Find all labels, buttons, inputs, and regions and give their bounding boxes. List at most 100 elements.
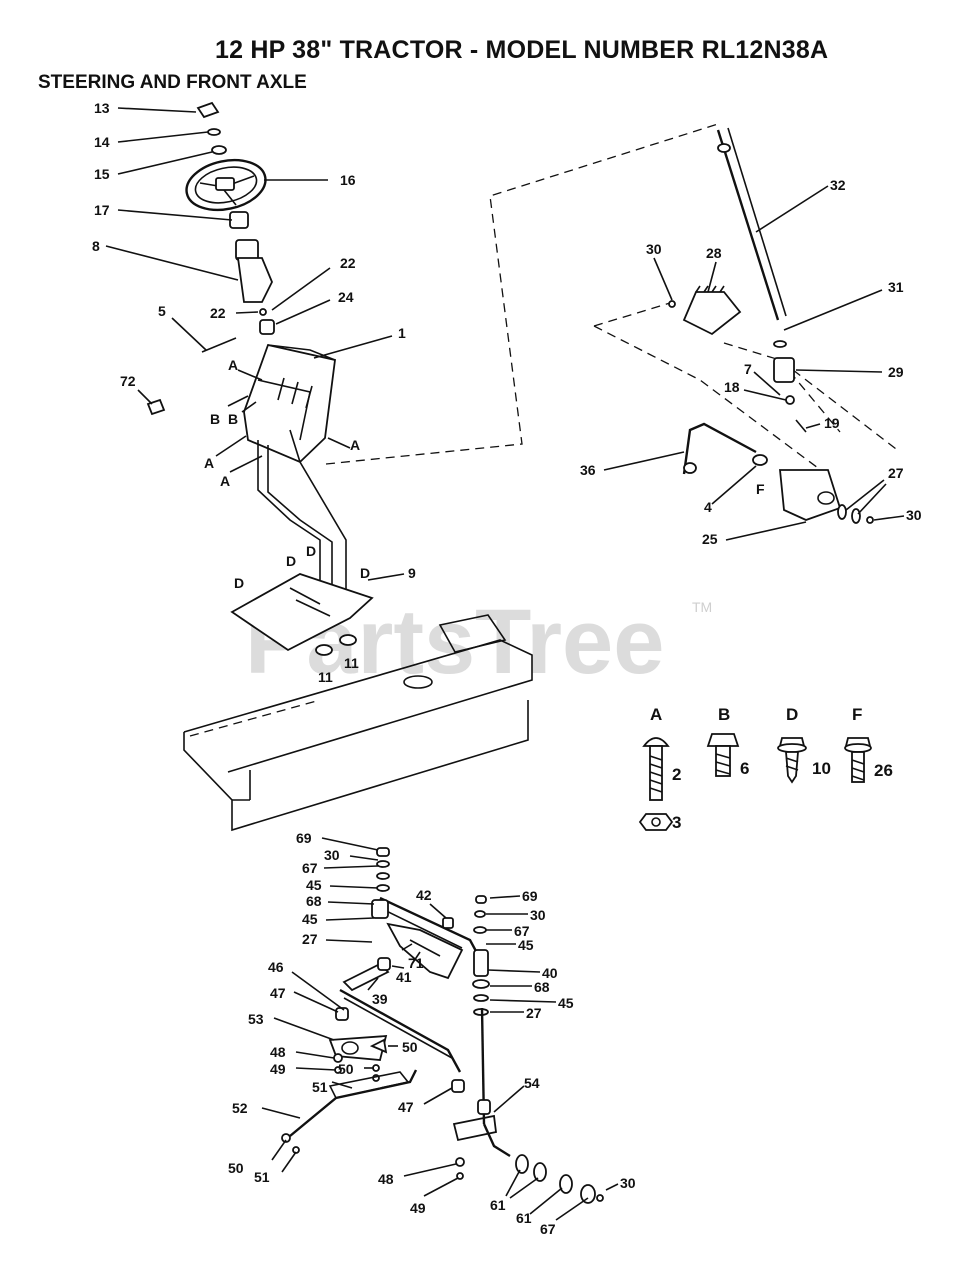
part-19-pin	[795, 419, 807, 433]
callout: 45	[302, 911, 318, 927]
legend-nut-a: 3	[672, 813, 681, 832]
part-39-link	[342, 962, 390, 992]
callout: 69	[522, 888, 538, 904]
part-8-column-cover	[235, 239, 273, 303]
callout: 31	[888, 279, 904, 295]
part-25-bracket	[779, 469, 842, 521]
callout: D	[234, 575, 244, 591]
part-32-steering-shaft	[716, 129, 780, 321]
callout: 45	[306, 877, 322, 893]
callout: 41	[396, 969, 412, 985]
callout: D	[306, 543, 316, 559]
part-36-drag-link	[682, 422, 757, 475]
callout: 61	[516, 1210, 532, 1226]
callout: 27	[888, 465, 904, 481]
callout: 67	[540, 1221, 556, 1237]
callout: A	[228, 357, 238, 373]
callout: 18	[724, 379, 740, 395]
callout: 25	[702, 531, 718, 547]
callout: D	[360, 565, 370, 581]
steering-column-assembly	[146, 101, 347, 590]
hex-bolt-icon	[706, 733, 740, 777]
part-16-steering-wheel	[185, 158, 267, 212]
callout: 28	[706, 245, 722, 261]
legend-letter-d: D	[786, 705, 798, 724]
legend-letter-f: F	[852, 705, 862, 724]
callout: D	[286, 553, 296, 569]
callout: 47	[270, 985, 286, 1001]
part-1-dash-panel	[243, 343, 336, 464]
callout: 40	[542, 965, 558, 981]
part-61-washer	[515, 1154, 529, 1174]
part-28-sector-gear	[682, 291, 742, 336]
callout: 9	[408, 565, 416, 581]
part-18-washer	[785, 395, 795, 405]
part-13-cap	[196, 101, 220, 119]
part-29-pinion	[773, 357, 795, 383]
callout: 27	[526, 1005, 542, 1021]
callout: B	[228, 411, 238, 427]
callout: 47	[398, 1099, 414, 1115]
callouts: 13 14 15 16 17 8 22 22 24 5 1 72 A B B A…	[92, 100, 922, 1237]
callout: A	[350, 437, 360, 453]
part-41-pin	[377, 957, 391, 971]
part-15-washer	[211, 145, 227, 155]
callout: 54	[524, 1075, 540, 1091]
legend-part-f: 26	[874, 761, 893, 780]
callout: 30	[646, 241, 662, 257]
legend-part-d: 10	[812, 759, 831, 778]
callout: 48	[378, 1171, 394, 1187]
callout: 5	[158, 303, 166, 319]
connection-lines	[325, 123, 901, 469]
legend-letter-b: B	[718, 705, 730, 724]
callout: 68	[306, 893, 322, 909]
callout: 30	[324, 847, 340, 863]
part-24-bushing	[259, 319, 275, 335]
callout: 42	[416, 887, 432, 903]
part-52-drag-link	[289, 1069, 418, 1137]
flange-bolt-icon	[844, 737, 872, 783]
callout: 11	[318, 669, 333, 685]
callout: 4	[704, 499, 712, 515]
callout: 51	[312, 1079, 328, 1095]
part-5-bolt	[201, 337, 237, 353]
callout: 15	[94, 166, 110, 182]
callout: 8	[92, 238, 100, 254]
callout: 50	[402, 1039, 418, 1055]
part-27-washer	[837, 504, 847, 520]
callout: 50	[228, 1160, 244, 1176]
page-title: 12 HP 38" TRACTOR - MODEL NUMBER RL12N38…	[215, 36, 829, 64]
callout: 17	[94, 202, 110, 218]
callout: 53	[248, 1011, 264, 1027]
callout: 7	[744, 361, 752, 377]
leader-lines	[105, 107, 905, 1221]
carriage-bolt-icon	[642, 737, 670, 801]
callout: 29	[888, 364, 904, 380]
callout: 71	[408, 955, 424, 971]
callout: 27	[302, 931, 318, 947]
callout: 48	[270, 1044, 286, 1060]
callout: 50	[338, 1061, 354, 1077]
callout: 61	[490, 1197, 506, 1213]
hardware-legend: A 2 3 B 6 D 10 F	[638, 705, 893, 832]
callout: 67	[302, 860, 318, 876]
callout: A	[204, 455, 214, 471]
callout: 36	[580, 462, 596, 478]
callout: 11	[344, 655, 359, 671]
part-46-tie-rod	[339, 988, 462, 1073]
callout: B	[210, 411, 220, 427]
callout: 72	[120, 373, 136, 389]
callout: F	[756, 481, 765, 497]
callout: 32	[830, 177, 846, 193]
tractor-frame	[183, 614, 533, 832]
part-31-washer	[773, 340, 787, 348]
callout: 49	[410, 1200, 426, 1216]
callout: 16	[340, 172, 356, 188]
part-17-hub	[229, 211, 249, 229]
part-42-nut	[442, 917, 454, 929]
callout: 24	[338, 289, 354, 305]
callout: 1	[398, 325, 406, 341]
callout: 46	[268, 959, 284, 975]
part-30-clip	[866, 516, 874, 524]
callout: 51	[254, 1169, 270, 1185]
